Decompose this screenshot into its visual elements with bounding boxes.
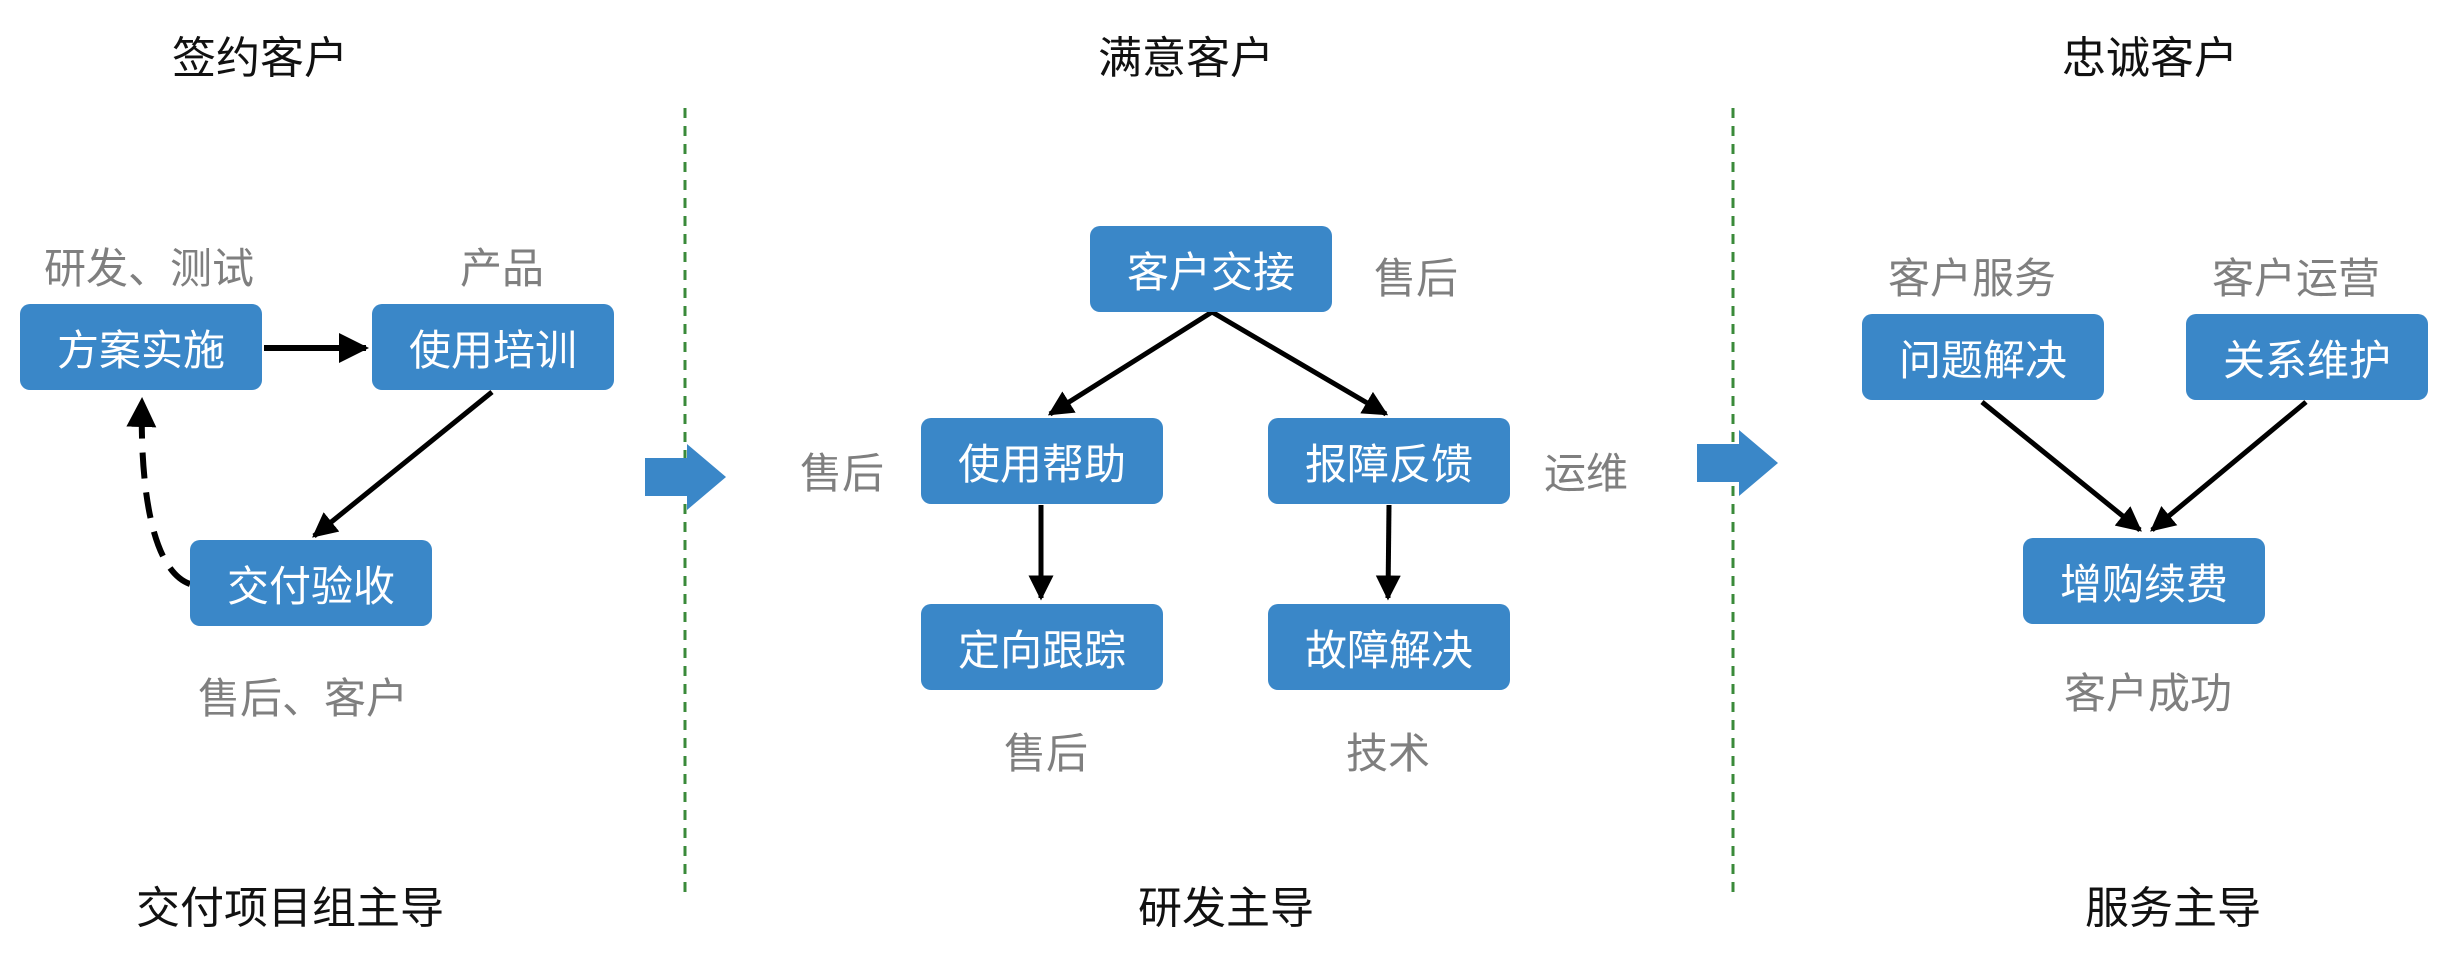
stage-footer-signing: 交付项目组主导 xyxy=(136,883,444,934)
stage-footer-satisfied: 研发主导 xyxy=(1138,883,1314,934)
node-fix: 故障解决 xyxy=(1268,604,1510,690)
node-tracking: 定向跟踪 xyxy=(921,604,1163,690)
note-product: 产品 xyxy=(459,244,544,293)
arrow-handover-to-feedback xyxy=(1210,309,1389,417)
node-training: 使用培训 xyxy=(372,304,614,390)
stage-title-signing: 签约客户 xyxy=(172,33,348,84)
note-aftersales-bottom: 售后 xyxy=(1003,729,1088,778)
stage-title-satisfied: 满意客户 xyxy=(1098,33,1274,84)
node-plan: 方案实施 xyxy=(20,304,262,390)
node-relation: 关系维护 xyxy=(2186,314,2428,400)
arrow-handover-to-help xyxy=(1047,309,1214,417)
node-problem: 问题解决 xyxy=(1862,314,2104,400)
stage-arrow-2 xyxy=(1697,430,1778,496)
note-tech: 技术 xyxy=(1345,729,1430,778)
node-renewal: 增购续费 xyxy=(2023,538,2265,624)
note-success: 客户成功 xyxy=(2063,669,2232,718)
note-ops: 运维 xyxy=(1543,449,1628,498)
note-dev-test: 研发、测试 xyxy=(43,244,254,293)
stage-footer-loyal: 服务主导 xyxy=(2085,883,2261,934)
arrow-acceptance-to-plan xyxy=(126,397,192,587)
node-help: 使用帮助 xyxy=(921,418,1163,504)
note-service: 客户服务 xyxy=(1887,254,2056,303)
node-feedback: 报障反馈 xyxy=(1268,418,1510,504)
arrow-training-to-acceptance xyxy=(312,390,494,538)
note-aftersales-left: 售后 xyxy=(799,449,884,498)
arrow-feedback-to-fix xyxy=(1375,504,1401,601)
node-handover: 客户交接 xyxy=(1090,226,1332,312)
note-aftersales-top: 售后 xyxy=(1373,254,1458,303)
stage-title-loyal: 忠诚客户 xyxy=(2062,33,2238,84)
note-aftersales-customer: 售后、客户 xyxy=(197,674,408,723)
arrow-problem-to-renewal xyxy=(1980,400,2142,532)
node-acceptance: 交付验收 xyxy=(190,540,432,626)
note-operation: 客户运营 xyxy=(2211,254,2380,303)
stage-arrow-1 xyxy=(645,444,726,510)
arrow-relation-to-renewal xyxy=(2150,400,2308,532)
